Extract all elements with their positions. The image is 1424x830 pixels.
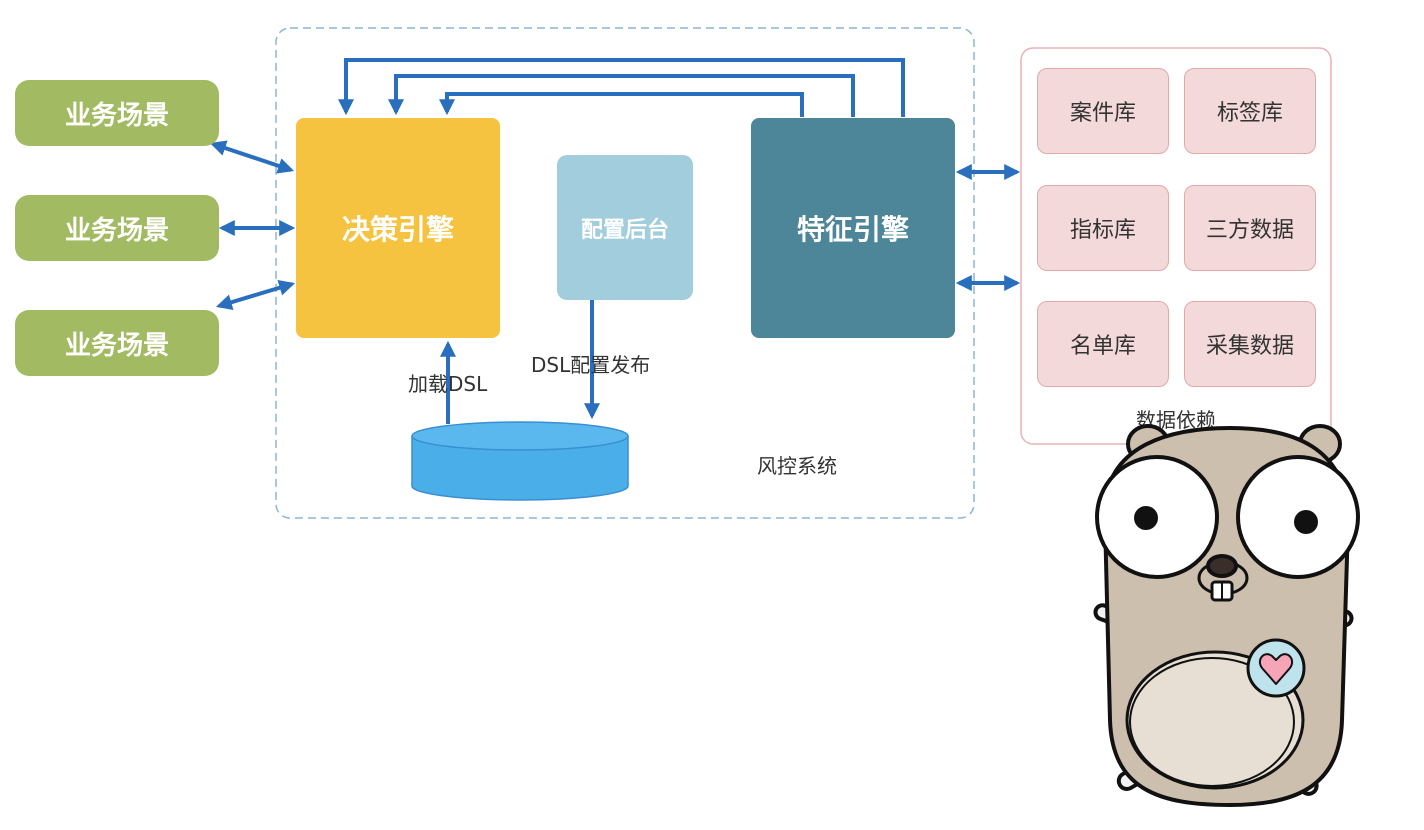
dependency-metric-library: 指标库 — [1037, 185, 1169, 271]
load-dsl-label: 加载DSL — [408, 372, 488, 396]
dependency-case-library: 案件库 — [1037, 68, 1169, 154]
dependency-third-party-data: 三方数据 — [1184, 185, 1316, 271]
scenario-box-2: 业务场景 — [15, 195, 219, 261]
scenario-3-arrow — [215, 280, 296, 310]
dependency-collected-data: 采集数据 — [1184, 301, 1316, 387]
publish-dsl-label: DSL配置发布 — [531, 353, 651, 377]
dependency-list-library: 名单库 — [1037, 301, 1169, 387]
risk-system-boundary — [275, 27, 975, 519]
config-backend-box: 配置后台 — [557, 155, 693, 300]
dsl-database-icon — [411, 421, 629, 501]
scenario-box-3: 业务场景 — [15, 310, 219, 376]
risk-system-label: 风控系统 — [757, 454, 837, 478]
dependency-tag-library: 标签库 — [1184, 68, 1316, 154]
decision-engine-box: 决策引擎 — [296, 118, 500, 338]
feature-to-decision-arrow-2 — [388, 74, 855, 117]
feature-to-decision-arrow-3 — [439, 92, 804, 117]
feature-to-decision-arrow-1 — [338, 58, 905, 117]
feature-engine-box: 特征引擎 — [751, 118, 955, 338]
scenario-1-arrow — [209, 140, 295, 174]
scenario-box-1: 业务场景 — [15, 80, 219, 146]
